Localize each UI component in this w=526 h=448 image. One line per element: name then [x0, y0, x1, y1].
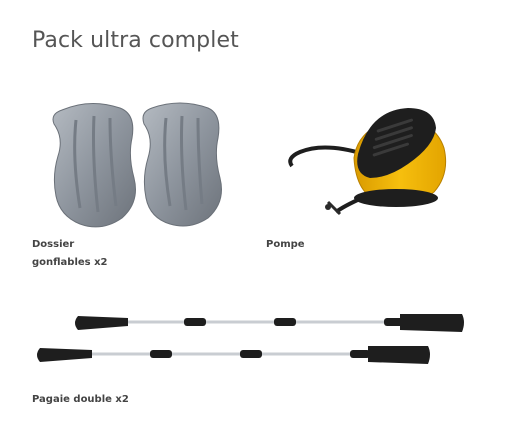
- page-title: Pack ultra complet: [32, 28, 239, 53]
- backrest-label: Dossier gonflables x2: [32, 236, 108, 272]
- foot-pump-icon: [288, 108, 447, 216]
- pump-label: Pompe: [266, 236, 305, 254]
- backrest-label-line-2: gonflables x2: [32, 257, 108, 268]
- paddle-2: [37, 346, 430, 364]
- double-paddle-icon: [37, 314, 464, 364]
- paddle-1: [75, 314, 464, 332]
- paddle-label: Pagaie double x2: [32, 391, 129, 409]
- pump-label-line-1: Pompe: [266, 239, 305, 250]
- paddle-label-line-1: Pagaie double x2: [32, 394, 129, 405]
- inflatable-backrest-icon: [52, 102, 222, 228]
- backrest-label-line-1: Dossier: [32, 239, 75, 250]
